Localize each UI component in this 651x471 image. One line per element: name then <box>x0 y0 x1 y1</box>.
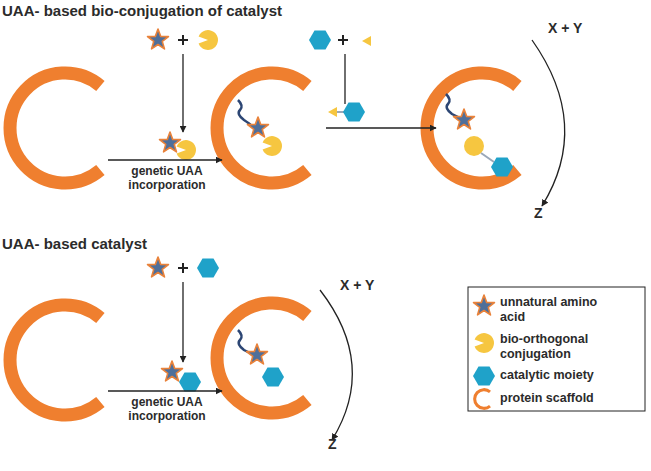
unnatural-amino-acid <box>160 132 181 152</box>
plus-sign <box>178 263 188 273</box>
plus-sign <box>338 35 348 45</box>
reaction-arrow <box>182 282 183 362</box>
protein-scaffold <box>427 73 517 183</box>
product-label: Z <box>534 205 564 222</box>
unnatural-amino-acid <box>454 109 475 129</box>
conjugation-handle <box>177 140 196 160</box>
section-heading: UAA- based catalyst <box>2 235 422 253</box>
catalytic-moiety <box>179 373 201 392</box>
step-label: genetic UAA incorporation <box>118 395 216 424</box>
catalytic-moiety <box>309 31 331 50</box>
reactants-label: X + Y <box>340 277 420 294</box>
legend-text: catalytic moiety <box>500 368 612 383</box>
legend-symbol <box>474 295 495 315</box>
catalytic-moiety <box>491 158 513 177</box>
catalytic-moiety <box>197 259 219 278</box>
protein-scaffold <box>10 305 100 415</box>
legend-text: unnatural amino acid <box>500 295 612 325</box>
catalytic-moiety <box>343 103 365 122</box>
protein-scaffold <box>10 73 100 183</box>
conjugation-handle <box>328 107 337 117</box>
catalytic-moiety <box>262 368 284 387</box>
legend-symbol <box>475 333 494 353</box>
catalysis-arrow <box>320 290 352 440</box>
section-heading: UAA- based bio-conjugation of catalyst <box>2 2 422 20</box>
unnatural-amino-acid <box>162 361 183 381</box>
process-arrow <box>108 390 222 391</box>
process-arrow <box>326 127 436 128</box>
protein-scaffold <box>217 303 307 413</box>
linker <box>481 153 494 162</box>
reaction-line <box>344 54 345 104</box>
unnatural-amino-acid <box>247 344 268 364</box>
conjugation-handle <box>199 30 218 50</box>
protein-scaffold <box>217 73 307 183</box>
unnatural-amino-acid <box>148 257 169 277</box>
linker <box>238 100 252 126</box>
process-arrow <box>108 159 222 160</box>
unnatural-amino-acid <box>248 117 269 137</box>
legend-text: protein scaffold <box>500 391 612 406</box>
linker <box>446 94 460 118</box>
legend-box <box>468 287 645 411</box>
step-label: genetic UAA incorporation <box>118 164 216 193</box>
reactants-label: X + Y <box>548 20 628 37</box>
conjugation-handle <box>362 36 371 46</box>
plus-sign <box>178 35 188 45</box>
product-label: Z <box>328 436 358 453</box>
conjugation-handle <box>263 136 282 156</box>
legend-symbol <box>473 367 495 386</box>
reaction-arrow <box>182 54 183 132</box>
unnatural-amino-acid <box>148 29 169 49</box>
linker <box>238 330 252 354</box>
legend-symbol <box>475 390 490 409</box>
legend-text: bio-orthogonal conjugation <box>500 332 612 362</box>
catalysis-arrow <box>532 40 565 206</box>
